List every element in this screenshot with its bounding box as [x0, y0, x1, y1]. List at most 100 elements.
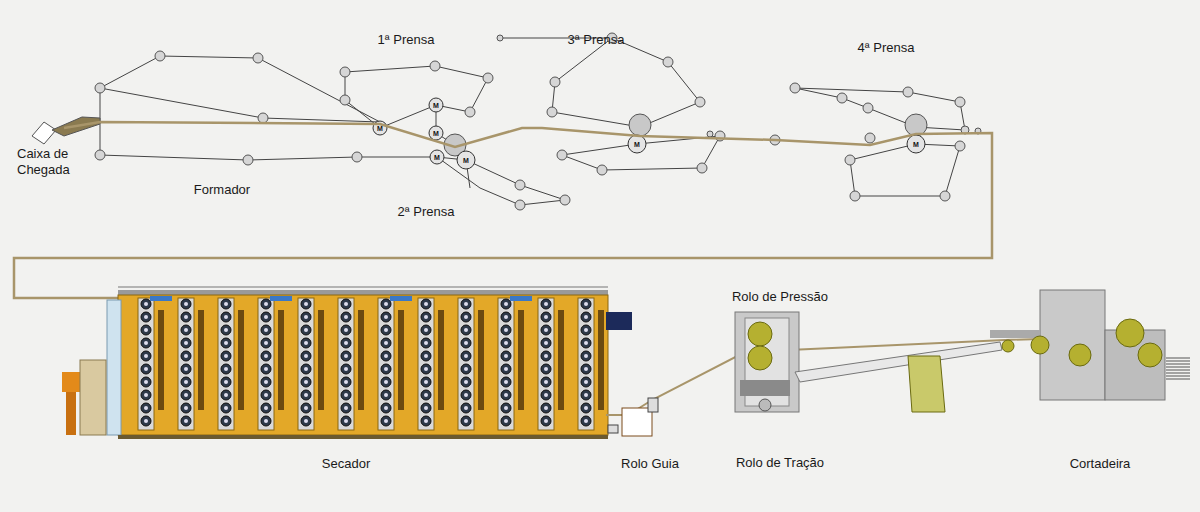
machine-part [544, 354, 548, 358]
machine-part [141, 299, 151, 309]
machine-part [344, 393, 348, 397]
machine-part [504, 406, 508, 410]
machine-part [458, 298, 474, 430]
machine-part [301, 299, 311, 309]
machine-part [345, 66, 488, 128]
machine-part [581, 377, 591, 387]
machine-part [344, 315, 348, 319]
motor-rolls [373, 98, 925, 169]
machine-part [1166, 376, 1190, 377]
machine-part [421, 403, 431, 413]
machine-part [144, 380, 148, 384]
machine-part [384, 302, 388, 306]
machine-part [748, 322, 772, 346]
machine-part [1166, 370, 1190, 371]
machine-part [501, 351, 511, 361]
machine-part [478, 310, 484, 410]
machine-part [541, 403, 551, 413]
machine-part [464, 328, 468, 332]
machine-part [158, 310, 164, 410]
machine-part [421, 351, 431, 361]
machine-part [464, 302, 468, 306]
machine-part [1166, 358, 1190, 359]
machine-part [80, 360, 106, 435]
machine-part [301, 338, 311, 348]
machine-part [178, 298, 194, 430]
machine-part [344, 419, 348, 423]
machine-part [424, 302, 428, 306]
machine-part [184, 328, 188, 332]
machine-part [141, 377, 151, 387]
machine-part [278, 310, 284, 410]
machine-part [381, 299, 391, 309]
machine-part [181, 338, 191, 348]
machine-part [258, 113, 268, 123]
machine-part [581, 364, 591, 374]
machine-part [581, 403, 591, 413]
machine-part [424, 354, 428, 358]
machine-part [224, 341, 228, 345]
machine-part [384, 393, 388, 397]
machine-part [584, 315, 588, 319]
machine-part [438, 310, 444, 410]
machine-part [421, 338, 431, 348]
machine-part [424, 406, 428, 410]
machine-part [1166, 367, 1190, 368]
machine-part [381, 390, 391, 400]
machine-part [501, 403, 511, 413]
machine-part [541, 338, 551, 348]
machine-part [261, 416, 271, 426]
machine-part [261, 364, 271, 374]
machine-part [1069, 344, 1091, 366]
machine-part [144, 419, 148, 423]
roll-set [95, 33, 981, 210]
machine-part [264, 419, 268, 423]
machine-part [421, 325, 431, 335]
machine-part [1166, 379, 1190, 380]
machine-part [501, 390, 511, 400]
machine-part [341, 338, 351, 348]
machine-part [384, 419, 388, 423]
machine-part [224, 419, 228, 423]
paper-web [14, 122, 992, 298]
machine-part [221, 416, 231, 426]
machine-part [510, 296, 532, 301]
machine-part [144, 393, 148, 397]
machine-part [155, 51, 165, 61]
press-traction-stand [735, 312, 1002, 412]
machine-part [344, 354, 348, 358]
machine-part [301, 364, 311, 374]
machine-part [141, 416, 151, 426]
machine-part [344, 302, 348, 306]
machine-part [421, 299, 431, 309]
machine-part [344, 341, 348, 345]
machine-part [141, 325, 151, 335]
machine-part [150, 296, 172, 301]
machine-part [384, 315, 388, 319]
machine-part [837, 93, 847, 103]
machine-part [907, 135, 925, 153]
machine-part [221, 312, 231, 322]
machine-part [144, 315, 148, 319]
machine-part [501, 364, 511, 374]
machine-part [181, 416, 191, 426]
part-label: 3ª Prensa [568, 32, 625, 48]
machine-part [341, 312, 351, 322]
machine-part [1166, 373, 1190, 374]
machine-part [341, 364, 351, 374]
machine-part [464, 393, 468, 397]
machine-part [544, 419, 548, 423]
machine-part [344, 328, 348, 332]
machine-part [344, 380, 348, 384]
machine-part [424, 367, 428, 371]
machine-part [261, 299, 271, 309]
machine-part [748, 346, 772, 370]
machine-part [504, 367, 508, 371]
part-label: Rolo Guia [621, 456, 679, 472]
machine-part [301, 390, 311, 400]
machine-part [903, 87, 913, 97]
machine-part [504, 315, 508, 319]
machine-part [461, 416, 471, 426]
